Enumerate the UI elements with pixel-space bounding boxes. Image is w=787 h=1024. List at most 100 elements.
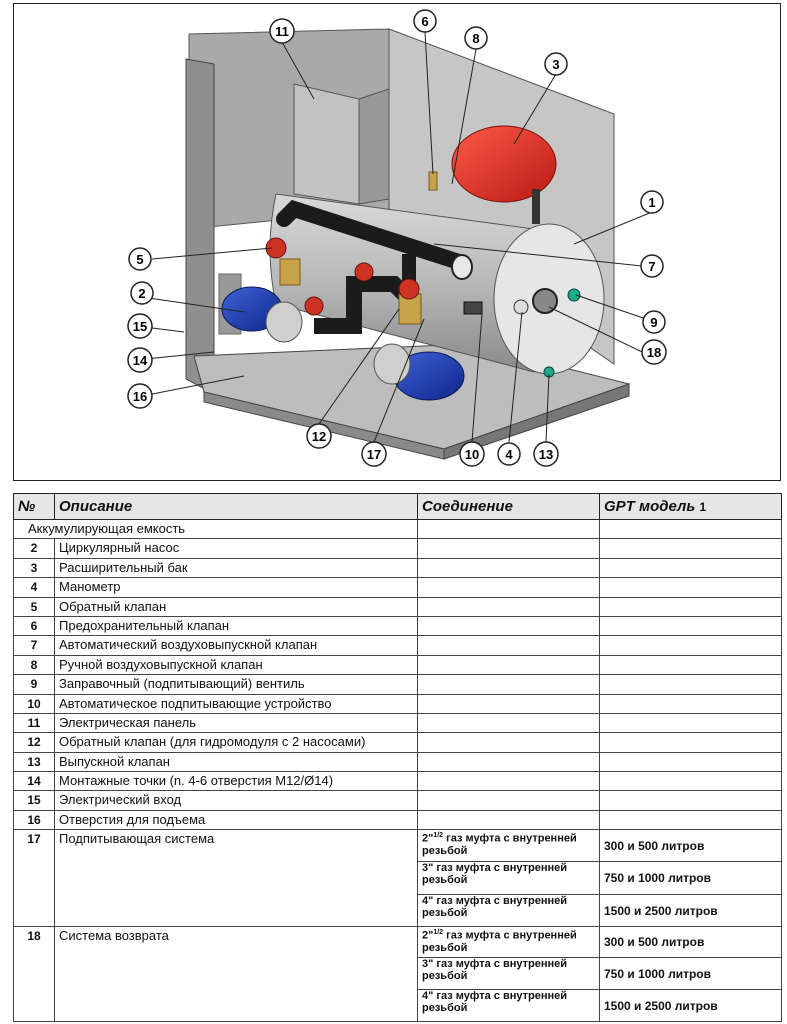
row-model: 750 и 1000 литров — [599, 957, 782, 991]
table-row-18a: 18 Система возврата 2"1/2 газ муфта с вн… — [13, 926, 782, 1023]
row-number: 5 — [13, 596, 55, 617]
row-connection — [417, 712, 600, 734]
callout-3: 3 — [544, 52, 568, 76]
row-connection — [417, 674, 600, 695]
callout-9: 9 — [642, 310, 666, 334]
row-description: Обратный клапан — [54, 596, 418, 617]
row-connection — [417, 771, 600, 792]
row-number: 11 — [13, 712, 55, 734]
header-model-footnote: 1 — [699, 500, 707, 514]
row-description: Предохранительный клапан — [54, 615, 418, 637]
row-description: Расширительный бак — [54, 557, 418, 579]
svg-text:15: 15 — [133, 319, 147, 334]
row-model — [599, 809, 782, 831]
conn-size: 4" — [422, 895, 434, 908]
row-number: 18 — [13, 926, 55, 1023]
row-model — [599, 790, 782, 811]
row-number: 14 — [13, 771, 55, 792]
row-description: Система возврата — [54, 926, 418, 1023]
row-description: Манометр — [54, 577, 418, 598]
row-model — [599, 538, 782, 559]
row-number: 4 — [13, 577, 55, 598]
row-number: 8 — [13, 654, 55, 676]
row-description: Автоматический воздуховыпускной клапан — [54, 635, 418, 656]
row-connection — [417, 518, 600, 540]
conn-text: газ муфта с внутренней резьбой — [422, 929, 577, 954]
fill-valve — [567, 288, 581, 302]
conn-text: газ муфта с внутренней резьбой — [422, 958, 567, 983]
row-connection: 2"1/2 газ муфта с внутренней резьбой — [417, 829, 600, 863]
callout-11: 11 — [269, 18, 295, 44]
row-connection: 3" газ муфта с внутренней резьбой — [417, 957, 600, 991]
conn-size: 2" — [422, 832, 434, 845]
equipment-illustration-frame: 1 2 3 4 5 6 7 8 9 10 11 12 13 14 15 16 1… — [13, 3, 781, 481]
row-model — [599, 577, 782, 598]
row-description: Ручной воздуховыпускной клапан — [54, 654, 418, 676]
conn-size: 3" — [422, 862, 434, 875]
callout-5: 5 — [128, 247, 152, 271]
svg-text:18: 18 — [647, 345, 661, 360]
components-table: № Описание Соединение GPT модель 1 Аккум… — [13, 493, 782, 1023]
row-description: Выпускной клапан — [54, 751, 418, 773]
brass-fitting — [279, 258, 301, 286]
row-model — [599, 557, 782, 579]
svg-text:8: 8 — [472, 31, 479, 46]
row-number: 10 — [13, 693, 55, 714]
side-panel-left — [185, 58, 215, 395]
row-connection: 4" газ муфта с внутренней резьбой — [417, 894, 600, 928]
conn-size: 3" — [422, 958, 434, 971]
row-model — [599, 712, 782, 734]
row-model — [599, 635, 782, 656]
svg-text:3: 3 — [552, 57, 559, 72]
row-connection — [417, 654, 600, 676]
row-model: 300 и 500 литров — [599, 926, 782, 959]
conn-fraction: 1/2 — [433, 929, 444, 937]
row-connection: 4" газ муфта с внутренней резьбой — [417, 989, 600, 1023]
row-description: Обратный клапан (для гидромодуля с 2 нас… — [54, 732, 418, 753]
row-description: Монтажные точки (n. 4-6 отверстия M12/Ø1… — [54, 771, 418, 792]
callout-15: 15 — [127, 313, 153, 339]
callout-10: 10 — [459, 441, 485, 467]
row-description: Электрическая панель — [54, 712, 418, 734]
header-num: № — [13, 493, 55, 520]
row-number: 15 — [13, 790, 55, 811]
svg-text:7: 7 — [648, 259, 655, 274]
upper-pipe-end — [451, 254, 473, 280]
row-number: 12 — [13, 732, 55, 753]
expansion-vessel — [451, 125, 557, 203]
row-model: 750 и 1000 литров — [599, 861, 782, 896]
pump-2-head — [373, 343, 411, 385]
table-row-17c: 4" газ муфта с внутренней резьбой 1500 и… — [14, 894, 782, 928]
safety-valve — [428, 171, 438, 191]
svg-text:16: 16 — [133, 389, 147, 404]
row-number: 2 — [13, 538, 55, 559]
svg-text:1: 1 — [648, 195, 655, 210]
check-valve-3 — [354, 262, 374, 282]
row-model — [599, 771, 782, 792]
table-header-row: № Описание Соединение GPT модель 1 — [13, 493, 782, 520]
auto-fill-device — [463, 301, 483, 315]
row-description: Подпитывающая система — [54, 829, 418, 928]
svg-text:13: 13 — [539, 447, 553, 462]
row-connection — [417, 596, 600, 617]
row-connection — [417, 635, 600, 656]
header-description: Описание — [54, 493, 418, 520]
svg-text:9: 9 — [650, 315, 657, 330]
header-model-label: GPT модель — [604, 498, 696, 515]
row-model — [599, 654, 782, 676]
row-description: Аккумулирующая емкость — [13, 518, 418, 540]
row-number: 3 — [13, 557, 55, 579]
callout-7: 7 — [640, 254, 664, 278]
row-connection — [417, 538, 600, 559]
svg-text:6: 6 — [421, 14, 428, 29]
callout-18: 18 — [641, 339, 667, 365]
row-connection — [417, 732, 600, 753]
row-connection: 3" газ муфта с внутренней резьбой — [417, 861, 600, 896]
row-connection: 2"1/2 газ муфта с внутренней резьбой — [417, 926, 600, 959]
row-number: 6 — [13, 615, 55, 637]
